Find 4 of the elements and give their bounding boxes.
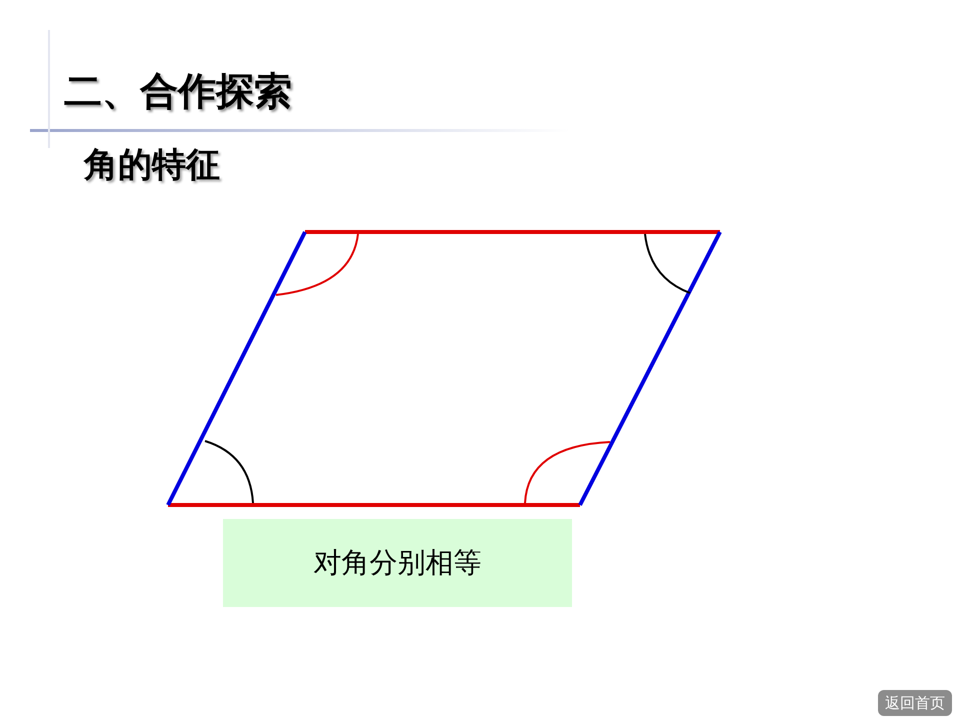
home-button: 返回首页	[878, 690, 952, 716]
text-box: 对角分别相等	[223, 519, 572, 607]
section-heading: 角的特征	[84, 144, 220, 187]
slide-title: 二、合作探索	[64, 67, 292, 115]
